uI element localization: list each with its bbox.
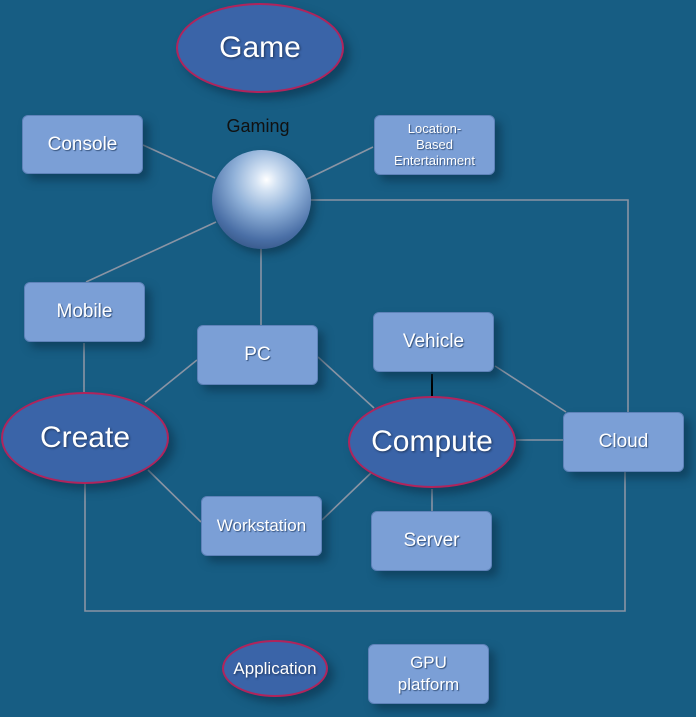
gaming-sphere [212, 150, 311, 249]
box-mobile: Mobile [24, 282, 145, 342]
connector-console-gaming [142, 144, 216, 179]
connector-workstation-compute [321, 471, 373, 521]
connector-create-cloud [84, 472, 626, 612]
legend-gpu-line-2: platform [397, 675, 460, 694]
box-workstation: Workstation [201, 496, 322, 556]
legend-gpu-line-1: GPU [410, 653, 447, 672]
legend-application-label: Application [233, 658, 317, 678]
box-pc-label: PC [244, 344, 271, 365]
connector-location-gaming [304, 146, 374, 181]
box-cloud: Cloud [563, 412, 684, 472]
box-mobile-label: Mobile [56, 301, 113, 322]
box-location-based-entertainment: Location- Based Entertainment [374, 115, 495, 175]
legend-application-oval: Application [222, 640, 328, 697]
box-location-line-1: Location- [407, 121, 462, 136]
gaming-label: Gaming [226, 116, 290, 136]
box-pc: PC [197, 325, 318, 385]
box-console: Console [22, 115, 143, 174]
box-server: Server [371, 511, 492, 571]
box-console-label: Console [47, 133, 118, 155]
oval-create: Create [1, 392, 169, 484]
oval-game-label: Game [219, 31, 301, 64]
box-vehicle-label: Vehicle [402, 331, 465, 352]
box-workstation-label: Workstation [216, 516, 307, 535]
box-location-line-2: Based [416, 137, 453, 152]
connector-gaming-cloud [310, 199, 629, 412]
connector-create-workstation [147, 469, 202, 523]
connector-gaming-mobile [85, 221, 217, 283]
connector-vehicle-cloud [494, 365, 567, 413]
box-server-label: Server [403, 530, 460, 551]
oval-create-label: Create [39, 421, 131, 454]
box-location-line-3: Entertainment [394, 153, 475, 168]
box-cloud-label: Cloud [598, 431, 649, 452]
oval-compute-label: Compute [371, 425, 493, 458]
legend-gpu-platform-box: GPU platform [368, 644, 489, 704]
connector-pc-compute [317, 356, 375, 409]
oval-game: Game [176, 3, 344, 93]
connector-pc-create [144, 359, 198, 403]
oval-compute: Compute [348, 396, 516, 488]
box-vehicle: Vehicle [373, 312, 494, 372]
